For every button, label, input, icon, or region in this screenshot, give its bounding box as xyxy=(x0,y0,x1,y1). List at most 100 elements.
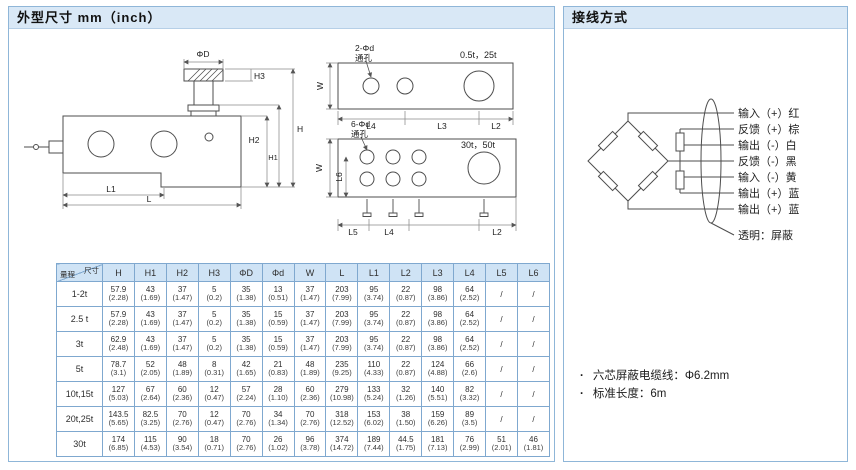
table-cell: 35(1.38) xyxy=(229,331,263,357)
column-header: Φd xyxy=(261,263,295,282)
table-cell: 181(7.13) xyxy=(421,431,455,457)
table-cell: 60(2.36) xyxy=(293,381,327,407)
table-cell: 98(3.86) xyxy=(421,306,455,332)
table-cell: 98(3.86) xyxy=(421,331,455,357)
through-hole xyxy=(411,171,427,187)
wiring-panel-body: 输入（+）红 反馈（+）棕 输出（-）白 反馈（-）黑 输入（-）黄 输出（+）… xyxy=(564,29,847,461)
side-view-dimensions xyxy=(62,59,296,209)
dimensions-panel-body: ΦD H3 H2 H1 H L1 L xyxy=(9,29,554,461)
table-cell: 82(3.32) xyxy=(453,381,487,407)
side-view-labels: ΦD H3 H2 H1 H L1 L xyxy=(106,49,303,204)
table-cell: 5(0.2) xyxy=(197,306,231,332)
callout-leader xyxy=(360,136,368,151)
table-cell: 89(3.5) xyxy=(453,406,487,432)
mounting-hole xyxy=(150,130,178,158)
table-cell: 235(9.25) xyxy=(325,356,359,382)
table-cell: 48(1.89) xyxy=(293,356,327,382)
wire-label: 输出（+）蓝 xyxy=(738,202,799,216)
top-view-2hole-drawing xyxy=(337,60,514,110)
table-cell: / xyxy=(516,406,551,432)
table-cell: 70(2.76) xyxy=(165,406,199,432)
table-cell: 51(2.01) xyxy=(485,431,518,457)
hatch-pattern xyxy=(187,68,224,82)
column-header: H1 xyxy=(133,263,167,282)
dim-label-l: L xyxy=(147,194,152,204)
table-cell: / xyxy=(516,381,551,407)
through-hole xyxy=(411,149,427,165)
note-text: 标准长度：6m xyxy=(592,388,667,400)
wire-label: 输出（-）白 xyxy=(738,138,797,152)
row-label: 1-2t xyxy=(56,281,103,307)
table-cell: 15(0.59) xyxy=(261,331,295,357)
row-label: 3t xyxy=(56,331,103,357)
table-cell: 21(0.83) xyxy=(261,356,295,382)
table-cell: 98(3.86) xyxy=(421,281,455,307)
table-cell: 26(1.02) xyxy=(261,431,295,457)
table-cell: 46(1.81) xyxy=(516,431,551,457)
load-cell-body xyxy=(62,115,242,188)
hole-callout: 6-Φd xyxy=(351,119,370,129)
table-cell: 127(5.03) xyxy=(102,381,135,407)
table-cell: 159(6.26) xyxy=(421,406,455,432)
wire-label: 输出（+）蓝 xyxy=(738,186,799,200)
table-cell: 70(2.76) xyxy=(229,406,263,432)
dim-label-phi-d: ΦD xyxy=(197,49,210,59)
column-header: L1 xyxy=(357,263,391,282)
table-cell: / xyxy=(516,306,551,332)
table-cell: 60(2.36) xyxy=(165,381,199,407)
top-view-6hole-labels: 6-Φd 通孔 30t，50t W L6 L5 L4 L2 xyxy=(314,119,502,237)
cable-loop xyxy=(33,144,39,150)
note-item: ·标准长度：6m xyxy=(580,385,729,403)
table-cell: 70(2.76) xyxy=(229,431,263,457)
callout-leader xyxy=(365,60,373,78)
table-cell: 52(2.05) xyxy=(133,356,167,382)
table-cell: 174(6.85) xyxy=(102,431,135,457)
table-cell: 43(1.69) xyxy=(133,306,167,332)
table-cell: 82.5(3.25) xyxy=(133,406,167,432)
table-cell: 32(1.26) xyxy=(389,381,423,407)
table-cell: 318(12.52) xyxy=(325,406,359,432)
table-cell: 279(10.98) xyxy=(325,381,359,407)
table-cell: 48(1.89) xyxy=(165,356,199,382)
table-cell: 22(0.87) xyxy=(389,331,423,357)
table-cell: 95(3.74) xyxy=(357,281,391,307)
wiring-panel: 接线方式 xyxy=(563,6,848,462)
table-cell: 12(0.47) xyxy=(197,406,231,432)
dim-label-h3: H3 xyxy=(254,71,265,81)
table-cell: 57.9(2.28) xyxy=(102,306,135,332)
column-header: H xyxy=(102,263,135,282)
column-header: H2 xyxy=(165,263,199,282)
table-cell: 42(1.65) xyxy=(229,356,263,382)
dim-label-h: H xyxy=(297,124,303,134)
table-cell: 38(1.50) xyxy=(389,406,423,432)
wheatstone-bridge xyxy=(587,120,669,202)
row-label: 2.5 t xyxy=(56,306,103,332)
table-cell: 124(4.88) xyxy=(421,356,455,382)
table-cell: 18(0.71) xyxy=(197,431,231,457)
table-cell: / xyxy=(485,281,518,307)
dim-label-h1: H1 xyxy=(268,153,278,162)
table-cell: 153(6.02) xyxy=(357,406,391,432)
through-hole xyxy=(359,171,375,187)
washer xyxy=(187,104,220,112)
bullet: · xyxy=(580,370,584,382)
table-cell: 15(0.59) xyxy=(261,306,295,332)
table-cell: 12(0.47) xyxy=(197,381,231,407)
table-cell: 37(1.47) xyxy=(293,281,327,307)
body-outline xyxy=(337,138,517,198)
body-outline xyxy=(337,62,514,110)
table-cell: / xyxy=(485,381,518,407)
row-label: 10t,15t xyxy=(56,381,103,407)
column-header: W xyxy=(293,263,327,282)
load-button-stem xyxy=(193,80,214,106)
table-corner-cell: 尺寸量程 xyxy=(56,263,103,282)
column-header: H3 xyxy=(197,263,231,282)
table-cell: 203(7.99) xyxy=(325,306,359,332)
table-cell: 43(1.69) xyxy=(133,281,167,307)
cable-connector xyxy=(48,140,64,154)
wire-label: 输入（+）红 xyxy=(738,106,799,120)
